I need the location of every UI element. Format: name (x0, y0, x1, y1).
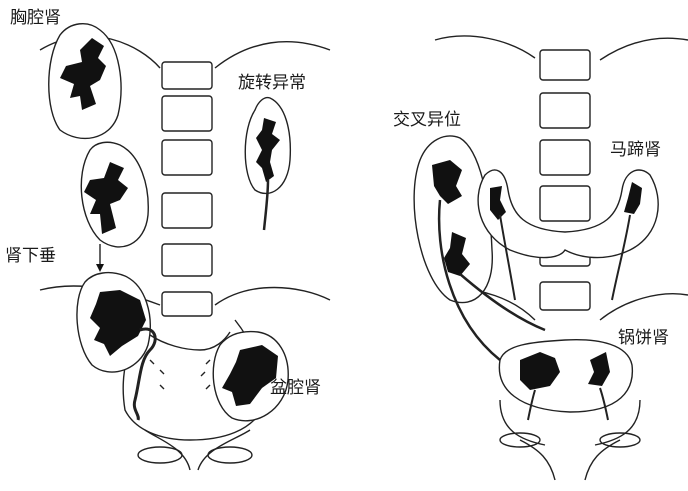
label-pancake-kidney: 锅饼肾 (618, 328, 669, 348)
thoracic-kidney (48, 23, 122, 140)
ptotic-kidney-lower (76, 271, 157, 421)
right-spine (539, 49, 591, 311)
right-panel (413, 35, 688, 481)
label-ptosis: 肾下垂 (5, 246, 56, 266)
crossed-ectopic-kidneys (413, 135, 546, 361)
left-spine (161, 61, 213, 317)
malrotated-kidney (244, 96, 292, 231)
label-pelvic-kidney: 盆腔肾 (270, 378, 321, 398)
label-crossed-ectopia: 交叉异位 (393, 110, 461, 130)
pelvic-kidney (212, 330, 289, 422)
label-horseshoe-kidney: 马蹄肾 (610, 140, 661, 160)
label-malrotation: 旋转异常 (238, 73, 306, 93)
left-diaphragm-right (214, 41, 331, 69)
left-panel (39, 23, 331, 471)
pancake-kidney (498, 338, 634, 421)
horseshoe-kidney (477, 169, 659, 301)
label-thoracic-kidney: 胸腔肾 (10, 8, 61, 28)
ptotic-kidney-upper (80, 141, 149, 248)
